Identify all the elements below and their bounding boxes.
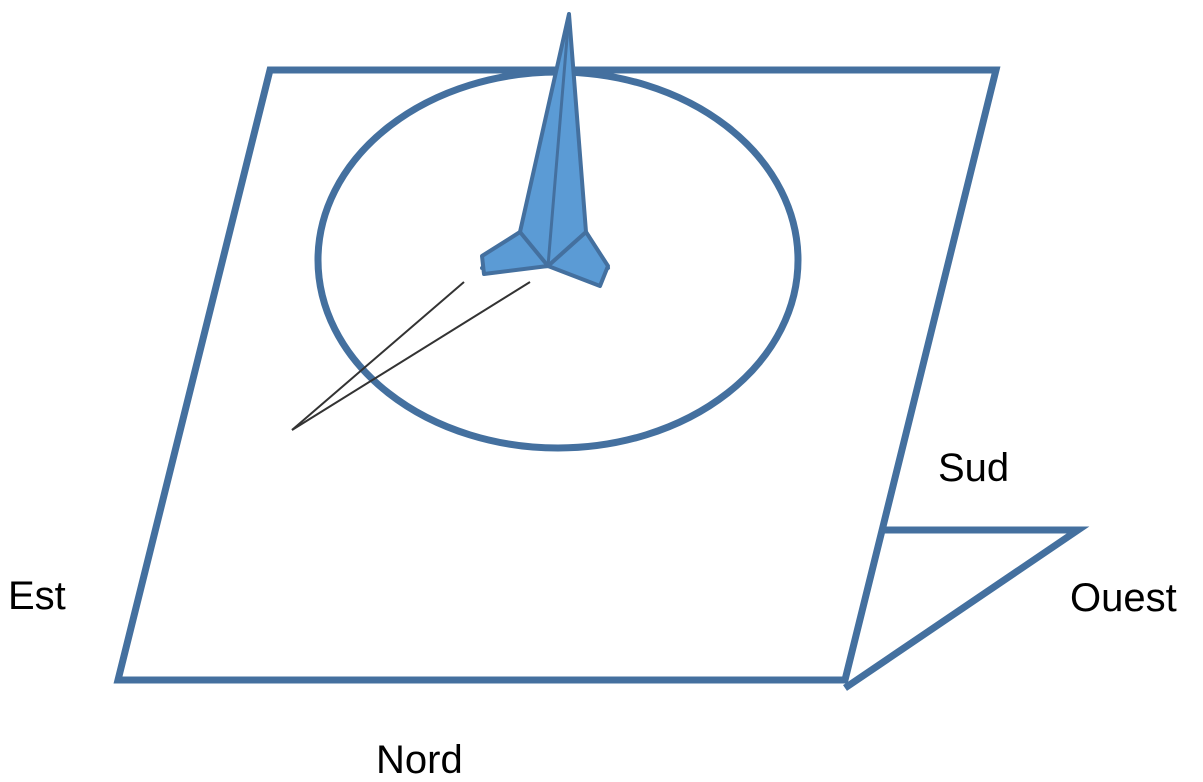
support-wedge [843, 526, 1090, 691]
label-east: Est [8, 574, 66, 618]
gnomon-blade [480, 12, 610, 270]
shadow-line-lower [291, 281, 531, 431]
gnomon-base-left [480, 230, 550, 276]
label-south: Sud [938, 446, 1010, 490]
label-north: Nord [376, 738, 463, 782]
shadow-line-upper [291, 281, 465, 431]
label-west: Ouest [1070, 576, 1177, 620]
gnomon-base-right [546, 230, 610, 288]
dial-plate [113, 66, 1001, 684]
gnomon [480, 12, 610, 288]
gnomon-ridge [546, 13, 571, 267]
